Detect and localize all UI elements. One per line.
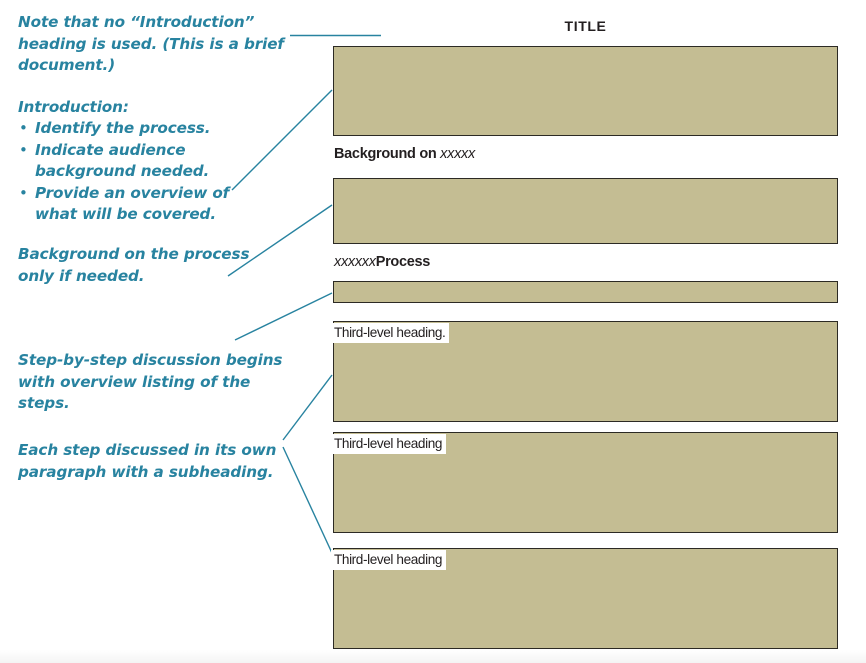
- annotation-introduction-bullets: • Identify the process. • Indicate audienc…: [18, 118, 325, 226]
- heading-process: xxxxxxProcess: [334, 254, 430, 270]
- list-item: • Provide an overview of what will be cov…: [19, 183, 325, 226]
- document-title: TITLE: [564, 18, 607, 34]
- bullet-glyph: •: [19, 140, 28, 159]
- heading-third-level-1: Third-level heading.: [331, 323, 450, 343]
- bullet-glyph: •: [19, 119, 28, 137]
- list-item-label: Provide an overview of what will be cove…: [35, 183, 230, 224]
- heading-background-on: Background on xxxxx: [334, 146, 475, 162]
- body-text-block-process-section: [333, 281, 838, 303]
- list-item-label: Identify the process.: [35, 119, 211, 137]
- heading-background-on-bold: Background on: [334, 146, 441, 162]
- body-text-block-title-section: [333, 46, 838, 136]
- heading-third-level-3: Third-level heading: [331, 550, 447, 570]
- annotation-introduction-label: Introduction:: [18, 98, 129, 116]
- list-item: • Indicate audience background needed.: [19, 140, 325, 183]
- annotation-column: Note that no “Introduction” heading is u…: [0, 0, 318, 663]
- list-item-label: Indicate audience background needed.: [35, 140, 210, 181]
- heading-third-level-2: Third-level heading: [331, 434, 447, 454]
- heading-process-bold: Process: [375, 254, 431, 270]
- list-item: • Identify the process.: [19, 118, 325, 140]
- annotation-background-note: Background on the process only if needed…: [18, 245, 250, 285]
- annotation-no-introduction-heading: Note that no “Introduction” heading is u…: [18, 13, 284, 74]
- heading-background-on-italic: xxxxx: [440, 146, 475, 162]
- heading-process-italic: xxxxxx: [334, 254, 376, 270]
- bullet-glyph: •: [19, 183, 28, 202]
- annotation-each-step-note: Each step discussed in its own paragraph…: [18, 441, 277, 481]
- page-bottom-edge: [0, 650, 866, 663]
- body-text-block-background-section: [333, 178, 838, 244]
- annotation-step-by-step-note: Step-by-step discussion begins with over…: [18, 351, 283, 412]
